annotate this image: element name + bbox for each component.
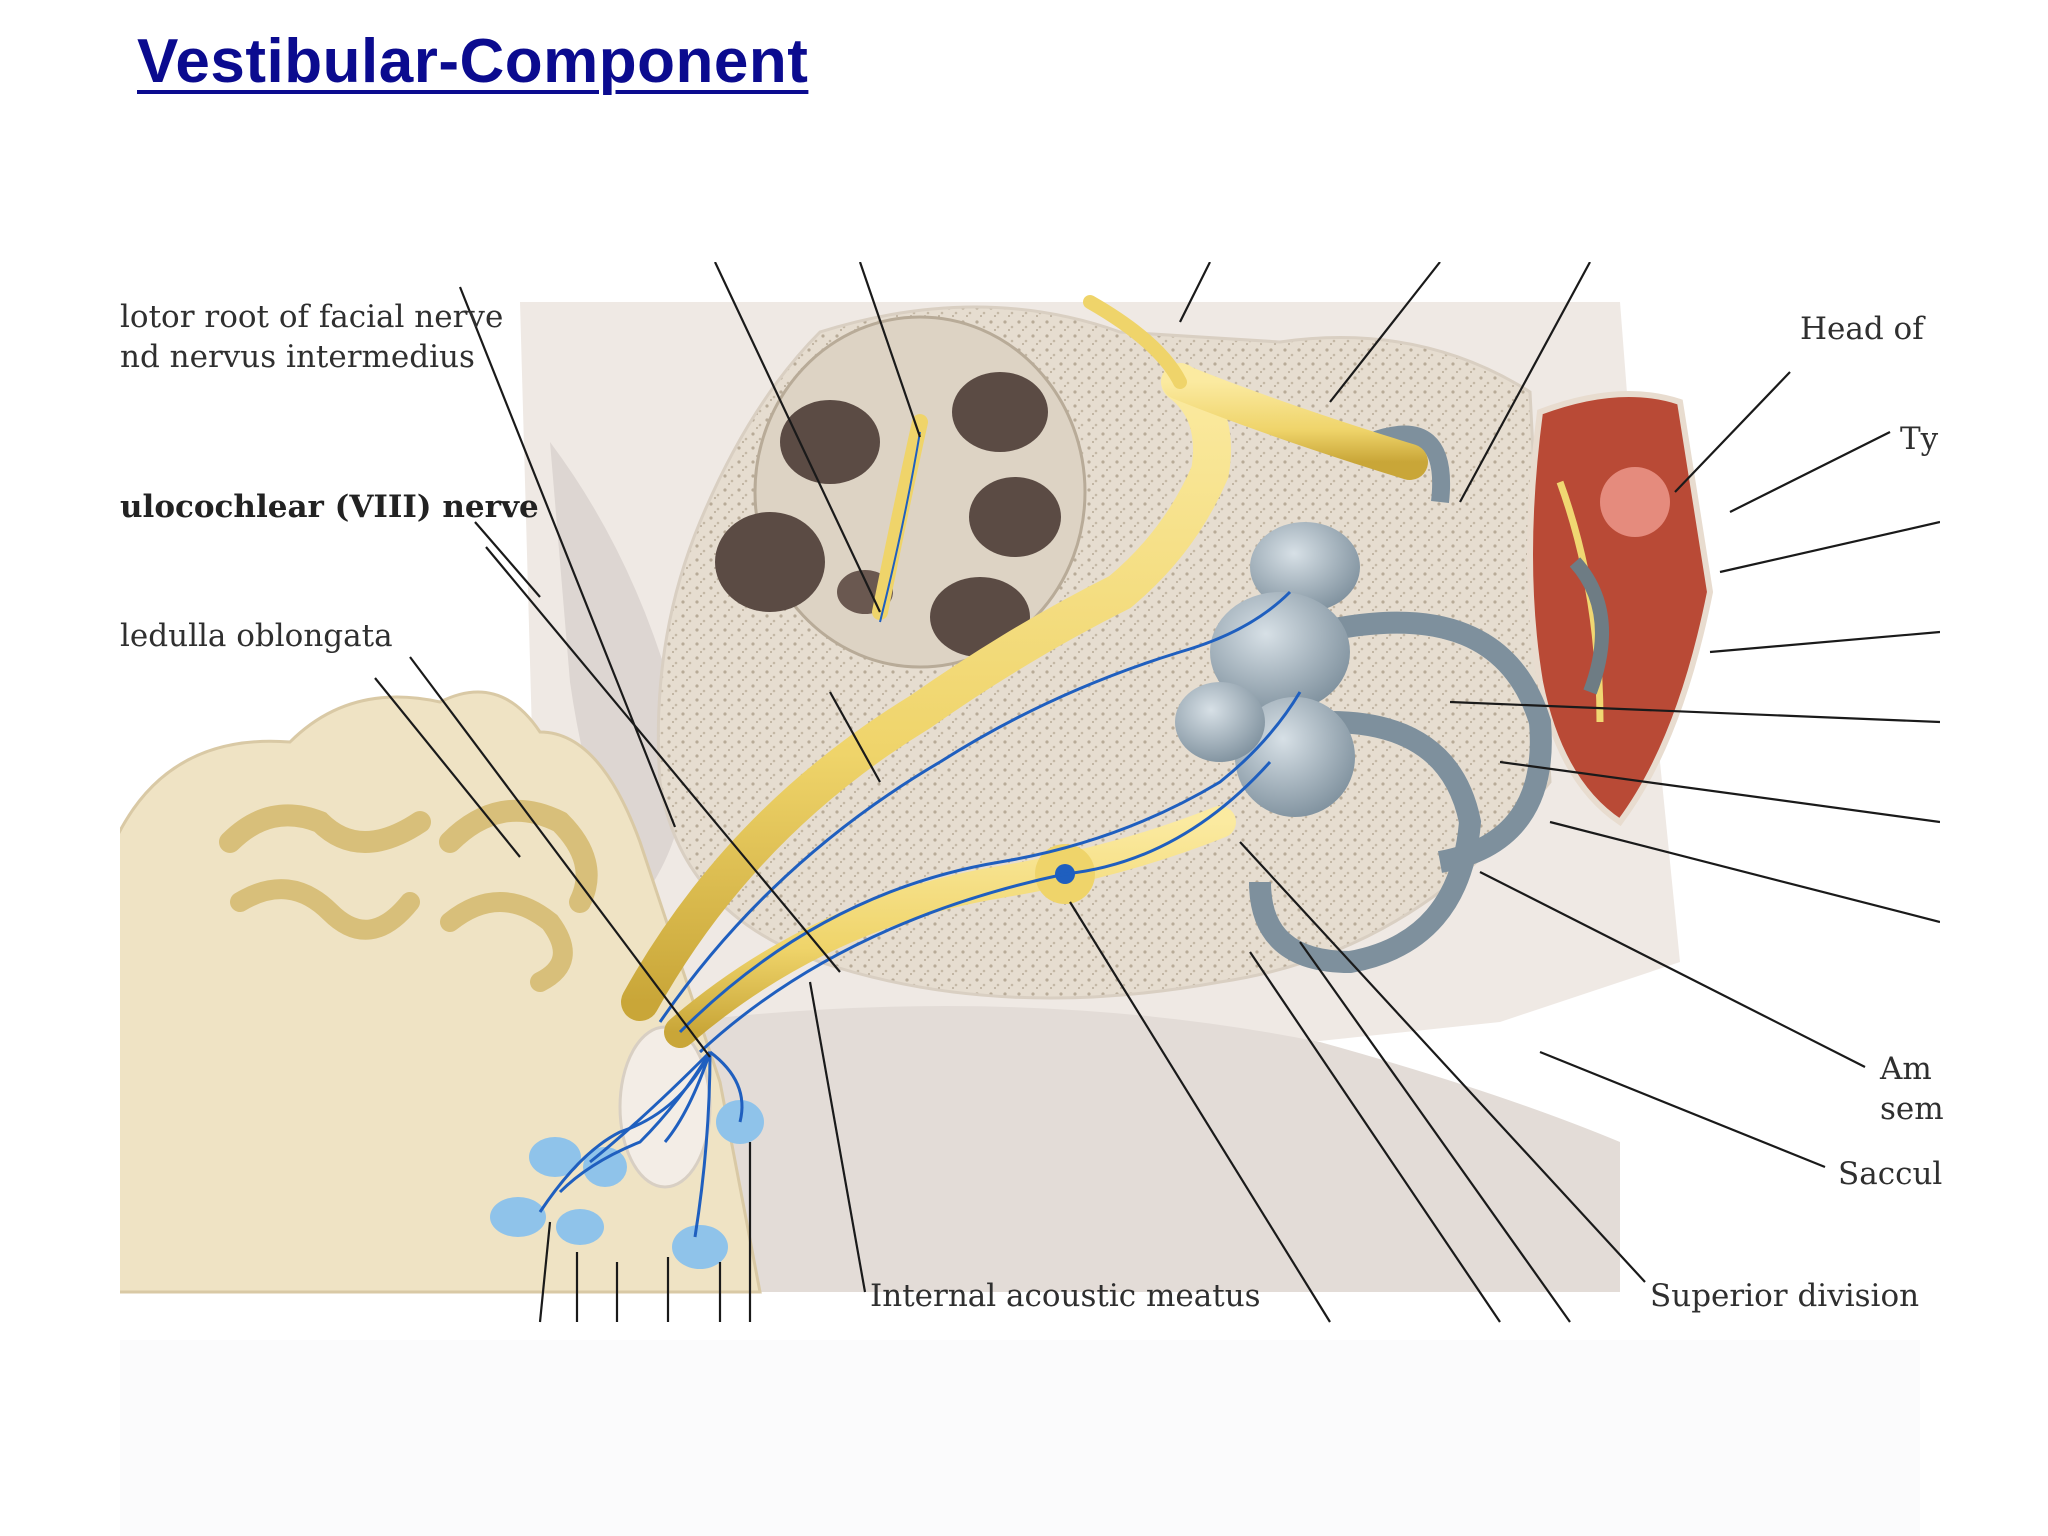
anatomy-illustration (108, 261, 1941, 1323)
label-medulla-oblongata: ledulla oblongata (120, 618, 393, 654)
label-motor-root-line1: lotor root of facial nerve (120, 299, 504, 335)
leader-lines (374, 261, 1941, 1323)
label-saccule: Saccul (1838, 1156, 1943, 1192)
vestibulocochlear-nerve (538, 295, 1428, 1238)
medulla-oblongata (108, 690, 764, 1294)
label-amp-line2: sem (1880, 1091, 1944, 1127)
label-internal-acoustic-meatus: Internal acoustic meatus (870, 1278, 1261, 1314)
bottom-background (120, 1340, 1920, 1536)
cochlea (715, 315, 1087, 669)
slide-title: Vestibular-Component (137, 27, 809, 96)
anatomy-figure: lotor root of facial nerve nd nervus int… (108, 261, 1944, 1352)
label-vestibulocochlear-nerve: ulocochlear (VIII) nerve (120, 489, 539, 525)
vestibular-labyrinth (1175, 425, 1552, 974)
middle-ear (1527, 391, 1714, 827)
label-motor-root-line2: nd nervus intermedius (120, 339, 475, 375)
label-ty: Ty (1900, 421, 1939, 457)
label-amp-line1: Am (1880, 1051, 1932, 1087)
label-superior-division: Superior division (1650, 1278, 1920, 1314)
label-head-of: Head of (1800, 311, 1924, 347)
